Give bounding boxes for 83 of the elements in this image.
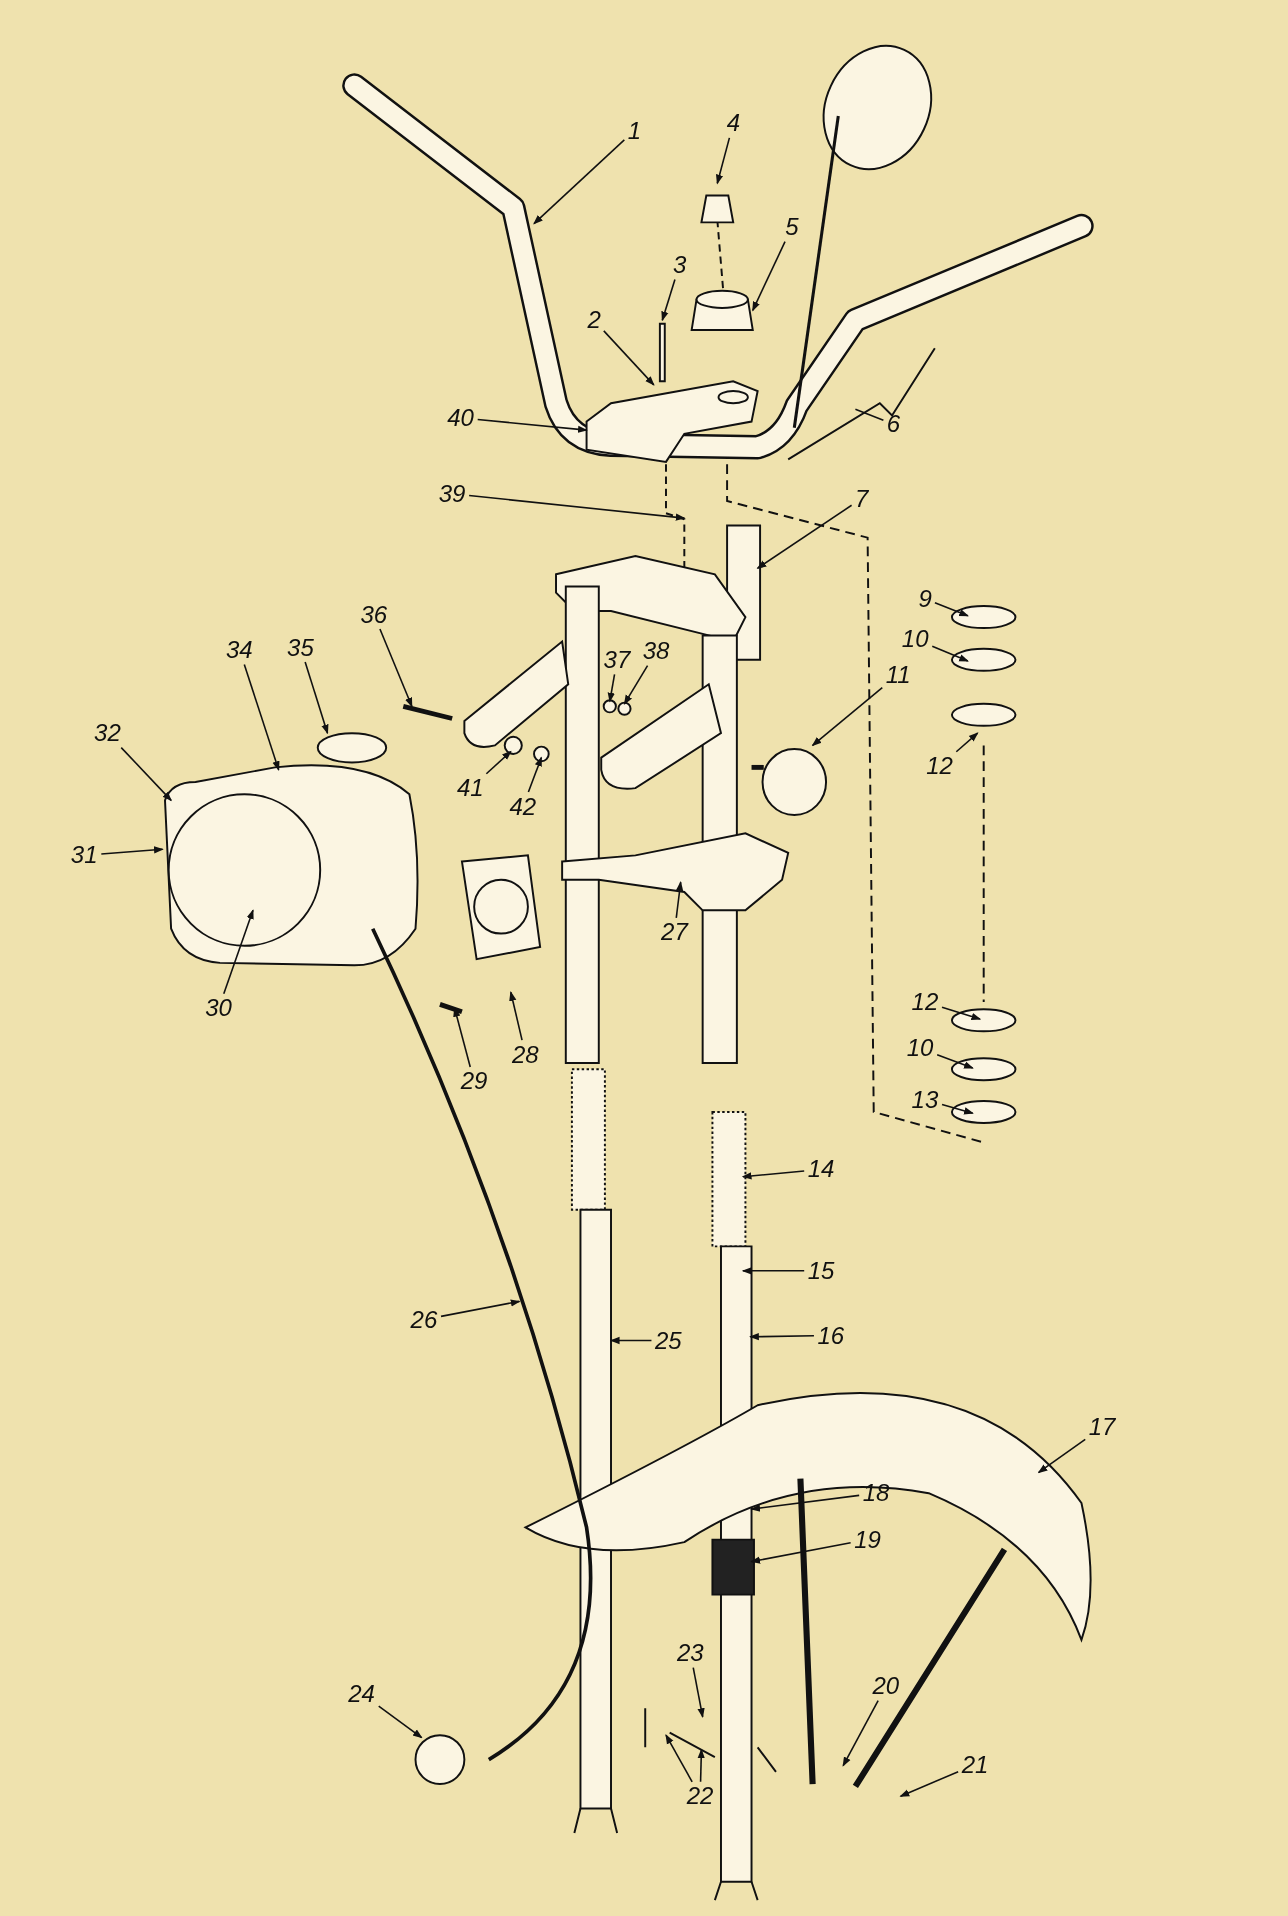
callout-number: 12 (925, 754, 954, 779)
leader-line (661, 278, 676, 322)
callout-number: 34 (225, 638, 254, 663)
callout-number: 3 (671, 253, 688, 278)
callout-number: 42 (508, 794, 538, 819)
leader-line (931, 645, 969, 662)
callout-number: 13 (910, 1087, 940, 1112)
leader-line (304, 661, 329, 735)
leader-line (749, 1333, 815, 1341)
leader-line (936, 1054, 974, 1069)
leader-line (623, 664, 649, 705)
callout-number: 20 (871, 1674, 901, 1699)
callout-number: 11 (884, 662, 912, 687)
callout-number: 9 (917, 586, 933, 611)
leader-line (243, 663, 280, 771)
leader-line (751, 240, 786, 312)
leader-line (741, 1267, 805, 1275)
leader-line (609, 1336, 653, 1345)
leader-line (476, 418, 588, 433)
callout-number: 10 (900, 627, 930, 652)
leader-line (750, 1542, 852, 1564)
leader-line (697, 1748, 705, 1783)
callout-number: 26 (409, 1307, 439, 1332)
leader-line (941, 1103, 974, 1115)
callout-number: 39 (437, 481, 467, 506)
callout-number: 12 (910, 990, 940, 1015)
callout-number: 14 (806, 1157, 836, 1182)
leader-line (934, 602, 969, 617)
leader-line (756, 504, 853, 569)
callout-number: 29 (459, 1069, 489, 1094)
leader-line (842, 1699, 879, 1767)
leader-line (941, 1006, 982, 1021)
leader-line (485, 750, 512, 775)
leader-line (100, 846, 164, 855)
callout-number: 23 (675, 1641, 705, 1666)
callout-number: 24 (347, 1681, 376, 1706)
leader-line (955, 732, 979, 753)
leader-line (665, 1734, 693, 1783)
callout-number: 38 (641, 639, 671, 664)
callout-number: 4 (725, 111, 742, 136)
callout-number: 31 (69, 843, 99, 868)
leader-line (715, 137, 731, 185)
leader-line (509, 991, 523, 1041)
callout-number: 16 (816, 1323, 846, 1348)
callout-number: 22 (685, 1784, 715, 1809)
callout-number: 7 (854, 486, 870, 511)
callout-number: 19 (853, 1527, 882, 1552)
callout-number: 15 (806, 1258, 836, 1283)
leader-line (811, 686, 884, 747)
callout-number: 37 (602, 647, 632, 672)
callout-number: 1 (626, 118, 643, 143)
leader-line (440, 1299, 521, 1318)
callout-number: 17 (1087, 1415, 1117, 1440)
callout-number: 21 (960, 1752, 990, 1777)
callout-number: 27 (660, 920, 689, 945)
leader-line (533, 139, 626, 225)
callout-number: 2 (586, 308, 602, 333)
callout-number: 10 (905, 1036, 935, 1061)
callout-number: 30 (204, 996, 233, 1021)
callout-number: 40 (446, 405, 475, 430)
leader-line (854, 408, 885, 421)
callout-number: 28 (510, 1042, 540, 1067)
leader-line (741, 1170, 805, 1180)
leader-line (120, 746, 172, 802)
leader-line (1037, 1438, 1087, 1474)
leader-line (527, 756, 543, 793)
callout-number: 6 (885, 412, 902, 437)
leader-line (607, 673, 616, 703)
leader-line (750, 1494, 860, 1512)
callout-number: 25 (653, 1328, 683, 1353)
callout-number: 41 (455, 776, 485, 801)
leader-line (377, 1705, 423, 1739)
callout-number: 36 (359, 602, 389, 627)
leader-line (675, 881, 684, 919)
callout-number: 35 (286, 635, 315, 660)
leader-line (379, 628, 413, 708)
leader-line (603, 330, 655, 386)
callout-number: 5 (784, 215, 800, 240)
leader-line (899, 1770, 959, 1798)
leader-line (223, 909, 254, 995)
leader-line (692, 1666, 705, 1718)
callout-number: 32 (93, 721, 122, 746)
leader-line (468, 494, 686, 521)
